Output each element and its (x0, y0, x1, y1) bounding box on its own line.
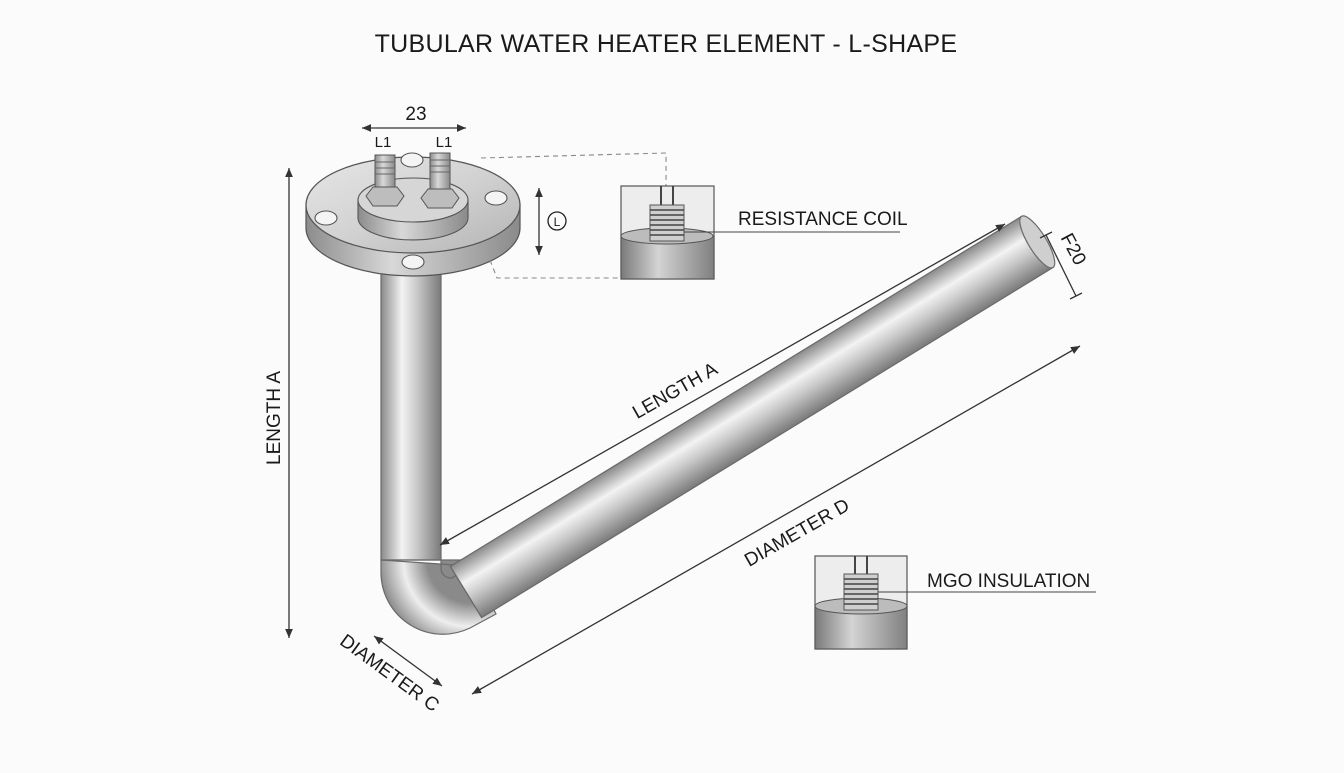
diameter-c-line (373, 635, 443, 687)
diameter-c-label: DIAMETER C (336, 631, 443, 717)
mounting-flange (305, 152, 521, 277)
top-width-label: 23 (405, 104, 426, 125)
tube-end-dimension-line (1045, 234, 1077, 297)
resistance-coil-label: RESISTANCE COIL (738, 209, 908, 230)
bolt-hole (400, 152, 424, 168)
terminal-right (420, 152, 460, 209)
bolt-hole (484, 190, 508, 206)
diameter-d-line (471, 345, 1081, 695)
tube-end-diameter-label: F20 (1056, 230, 1090, 269)
diagram-title: TUBULAR WATER HEATER ELEMENT - L-SHAPE (375, 30, 958, 58)
vertical-tube (380, 271, 442, 561)
mgo-insulation-detail (814, 555, 1096, 650)
resistance-coil-detail (620, 185, 900, 280)
terminal-left-label: L1 (375, 134, 392, 151)
bolt-hole (314, 210, 338, 226)
tube-end-cap (1019, 215, 1056, 269)
horizontal-length-line (439, 223, 1006, 546)
terminal-left (365, 154, 405, 207)
mgo-insulation-label: MGO INSULATION (927, 571, 1090, 592)
terminal-right-label: L1 (436, 134, 453, 151)
bolt-hole (401, 254, 425, 270)
vertical-length-label: LENGTH A (264, 371, 285, 465)
flange-thickness-label: L (554, 215, 561, 229)
